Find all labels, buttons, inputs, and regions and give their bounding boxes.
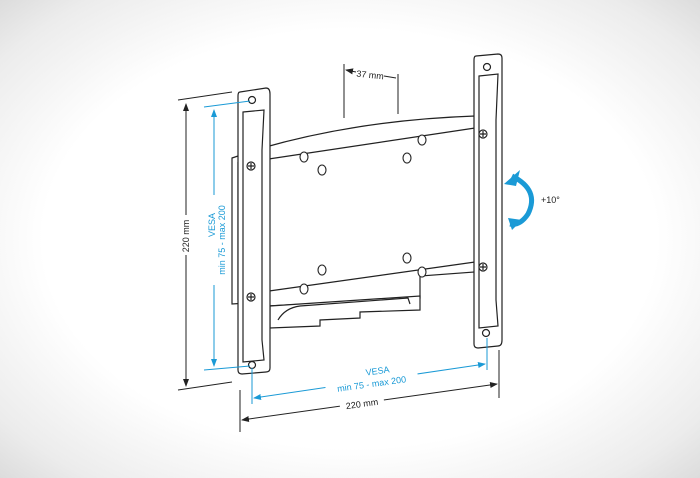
depth-dimension: 37 mm <box>344 64 399 118</box>
height-label: 220 mm <box>181 220 191 253</box>
tilt-label: +10° <box>541 195 560 205</box>
vesa-horizontal-range: min 75 - max 200 <box>336 374 406 394</box>
vesa-vertical-dimension: VESA min 75 - max 200 <box>203 100 251 371</box>
vesa-horizontal-dimension: VESA min 75 - max 200 <box>251 338 488 404</box>
vesa-vertical-title: VESA <box>207 213 217 237</box>
right-rail <box>473 53 503 349</box>
vesa-horizontal-title: VESA <box>365 364 390 377</box>
vesa-vertical-range: min 75 - max 200 <box>217 205 227 275</box>
height-dimension: 220 mm <box>177 91 233 391</box>
width-label: 220 mm <box>345 397 379 411</box>
tilt-arrow-icon <box>504 170 534 230</box>
depth-label: 37 mm <box>356 69 384 82</box>
vesa-holes <box>299 134 427 295</box>
width-dimension: 220 mm <box>239 350 500 432</box>
left-rail <box>237 87 271 375</box>
mount-plate <box>231 115 476 331</box>
